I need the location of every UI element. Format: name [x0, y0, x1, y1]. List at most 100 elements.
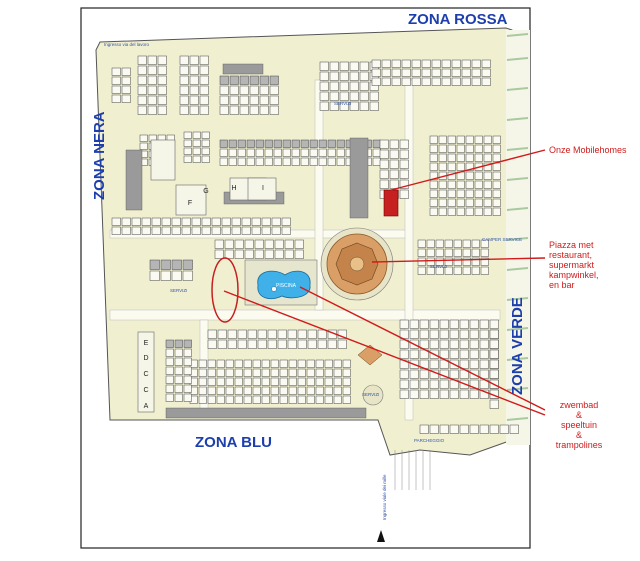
plot-cell — [225, 395, 234, 404]
plot-cell — [315, 386, 324, 395]
plot-cell — [409, 389, 419, 399]
plot-cell — [474, 180, 483, 189]
dune-strip — [506, 30, 530, 445]
plot-cell — [252, 386, 261, 395]
plot-cell — [342, 386, 351, 395]
plot-cell — [306, 386, 315, 395]
plot-cell — [273, 148, 282, 157]
plot-cell — [379, 169, 389, 179]
plot-cell — [249, 85, 259, 95]
plot-cell — [438, 189, 447, 198]
plot-cell — [469, 379, 479, 389]
plot-cell — [264, 148, 273, 157]
plot-cell — [207, 395, 216, 404]
plot-cell — [307, 339, 317, 349]
servizi-label-1: SERVIZI — [334, 101, 351, 106]
plot-cell — [449, 329, 459, 339]
playground-highlight[interactable] — [211, 257, 239, 323]
plot-cell — [337, 339, 347, 349]
plot-cell — [411, 68, 421, 77]
plot-cell — [201, 217, 211, 226]
plot-cell — [300, 139, 309, 148]
plot-cell — [419, 389, 429, 399]
plot-cell — [300, 148, 309, 157]
plot-cell — [270, 386, 279, 395]
annotation-piazza-line-1: Piazza met — [549, 240, 594, 250]
plot-cell — [111, 85, 121, 94]
block-a-label: A — [144, 403, 149, 410]
plot-cell — [139, 134, 148, 142]
plot-cell — [294, 239, 304, 249]
plot-cell — [234, 368, 243, 377]
plot-cell — [391, 59, 401, 68]
plot-cell — [287, 329, 297, 339]
plot-cell — [379, 159, 389, 169]
plot-cell — [401, 77, 411, 86]
plot-cell — [471, 248, 480, 257]
plot-cell — [471, 257, 480, 266]
plot-cell — [359, 91, 369, 101]
plot-cell — [243, 377, 252, 386]
plot-cell — [489, 329, 499, 339]
plot-cell — [409, 319, 419, 329]
plot-cell — [192, 155, 201, 163]
plot-cell — [327, 339, 337, 349]
plot-cell — [271, 217, 281, 226]
plot-cell — [228, 139, 237, 148]
plot-cell — [277, 339, 287, 349]
plot-cell — [429, 153, 438, 162]
plot-cell — [288, 359, 297, 368]
plot-cell — [439, 389, 449, 399]
plot-cell — [469, 359, 479, 369]
plot-cell — [339, 61, 349, 71]
plot-cell — [480, 266, 489, 275]
plot-cell — [324, 377, 333, 386]
plot-cell — [349, 71, 359, 81]
plot-cell — [199, 85, 209, 95]
plot-cell — [479, 369, 489, 379]
plot-cell — [274, 249, 284, 259]
plot-cell — [288, 395, 297, 404]
plot-cell — [179, 105, 189, 115]
plot-cell — [192, 139, 201, 147]
plot-cell — [174, 393, 183, 402]
plot-cell — [359, 81, 369, 91]
plot-cell — [431, 77, 441, 86]
plot-cell — [270, 395, 279, 404]
plot-cell — [243, 395, 252, 404]
plot-cell — [324, 359, 333, 368]
plot-cell — [465, 135, 474, 144]
plot-cell — [237, 148, 246, 157]
plot-cell — [429, 339, 439, 349]
plot-cell — [469, 349, 479, 359]
mobilehome-plot[interactable] — [383, 189, 399, 217]
plot-cell — [333, 386, 342, 395]
plot-cell — [183, 366, 192, 375]
plot-cell — [371, 68, 381, 77]
plot-cell — [372, 139, 381, 148]
annotation-pool-line-3: speeltuin — [560, 420, 598, 430]
plot-cell — [219, 105, 229, 115]
piazza[interactable] — [320, 227, 394, 301]
plot-cell — [399, 179, 409, 189]
plot-cell — [297, 359, 306, 368]
plot-cell — [429, 207, 438, 216]
plot-cell — [252, 359, 261, 368]
plot-cell — [435, 266, 444, 275]
plot-cell — [269, 75, 279, 85]
plot-cell — [229, 85, 239, 95]
plot-cell — [369, 101, 379, 111]
plot-cell — [315, 359, 324, 368]
plot-cell — [426, 257, 435, 266]
plot-cell — [246, 139, 255, 148]
plot-cell — [349, 61, 359, 71]
plot-cell — [111, 76, 121, 85]
plot-cell — [291, 139, 300, 148]
plot-cell — [417, 266, 426, 275]
plot-cell — [411, 77, 421, 86]
plot-cell — [456, 198, 465, 207]
plot-cell — [137, 95, 147, 105]
pool-area[interactable]: PISCINA — [244, 259, 318, 306]
plot-cell — [251, 226, 261, 235]
plot-cell — [461, 59, 471, 68]
